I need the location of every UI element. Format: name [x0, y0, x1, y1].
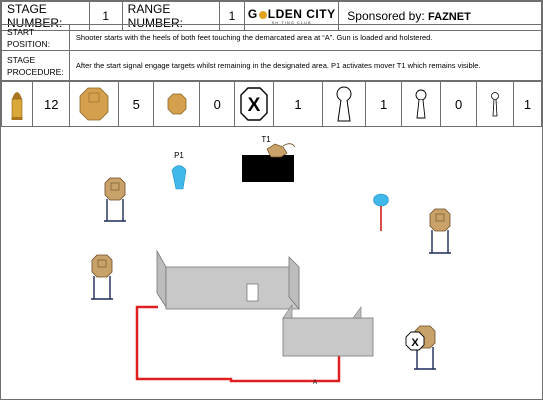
- start-position-row: START POSITION: Shooter starts with the …: [1, 24, 543, 51]
- paper-targets-count: 5: [118, 81, 155, 127]
- no-shoot-mark: X: [411, 337, 419, 349]
- logo-text: LDEN CITY: [267, 7, 336, 21]
- procedure-row: STAGE PROCEDURE: After the start signal …: [1, 50, 543, 81]
- info-table: START POSITION: Shooter starts with the …: [1, 24, 543, 81]
- small-popper-icon: [490, 92, 499, 117]
- target-count-row: 12 5 0 X 1 1: [0, 81, 542, 127]
- procedure-label-line1: STAGE: [7, 54, 36, 65]
- medium-popper-icon: [415, 89, 427, 119]
- paper-target-1: [104, 177, 126, 222]
- start-position-text: Shooter starts with the heels of both fe…: [68, 24, 543, 51]
- bullet-icon: [11, 92, 23, 120]
- wall-structure-left: [156, 249, 300, 311]
- start-position-label-line1: START: [7, 26, 35, 37]
- no-shoots-count: 1: [273, 81, 323, 127]
- octagon-target-icon-cell: [68, 81, 120, 127]
- medium-poppers-count: 0: [440, 81, 477, 127]
- small-poppers-count: 1: [513, 81, 542, 127]
- small-octagon-target-icon: [167, 93, 187, 115]
- procedure-text: After the start signal engage targets wh…: [68, 50, 543, 81]
- mover-t1-label: T1: [261, 135, 271, 144]
- sponsor-prefix: Sponsored by:: [347, 9, 425, 23]
- bullet-icon-cell: [0, 81, 34, 127]
- medium-popper-icon-cell: [400, 81, 442, 127]
- logo-subtitle: SH TING CLUB: [271, 20, 312, 25]
- logo-letter: G: [247, 7, 258, 21]
- small-popper-icon-cell: [475, 81, 515, 127]
- paper-target-3: [91, 254, 113, 300]
- octagon-target-icon: [79, 87, 109, 121]
- logo-target-icon: [258, 10, 267, 19]
- stage-diagram: P1 T1 X: [91, 135, 451, 386]
- start-position-label: START POSITION:: [1, 24, 70, 51]
- sponsor-name: FAZNET: [428, 11, 471, 23]
- paper-target-2: [429, 208, 451, 254]
- small-octagon-target-icon-cell: [153, 81, 201, 127]
- large-popper-icon-cell: [321, 81, 367, 127]
- wall-structure-right: [282, 304, 374, 357]
- popper-p1-label: P1: [174, 151, 184, 160]
- small-popper-target: [373, 193, 389, 231]
- rounds-count: 12: [32, 81, 70, 127]
- small-paper-targets-count: 0: [199, 81, 236, 127]
- procedure-label-line2: PROCEDURE:: [7, 66, 64, 77]
- large-poppers-count: 1: [365, 81, 402, 127]
- paper-target-with-no-shoot: X: [405, 325, 436, 370]
- shooting-area-label: A: [313, 380, 317, 386]
- shooting-area-a: A: [313, 380, 317, 386]
- start-position-label-line2: POSITION:: [7, 38, 50, 49]
- wall-window: [246, 283, 259, 302]
- mover-t1: T1: [242, 135, 296, 182]
- no-shoot-icon: X: [240, 87, 269, 121]
- svg-text:X: X: [248, 95, 261, 116]
- popper-p1: P1: [171, 151, 187, 190]
- procedure-label: STAGE PROCEDURE:: [1, 50, 70, 81]
- no-shoot-icon-cell: X: [234, 81, 275, 127]
- target-count-table: 12 5 0 X 1 1: [0, 81, 542, 127]
- large-popper-icon: [336, 86, 352, 122]
- no-shoot-target: [405, 331, 425, 351]
